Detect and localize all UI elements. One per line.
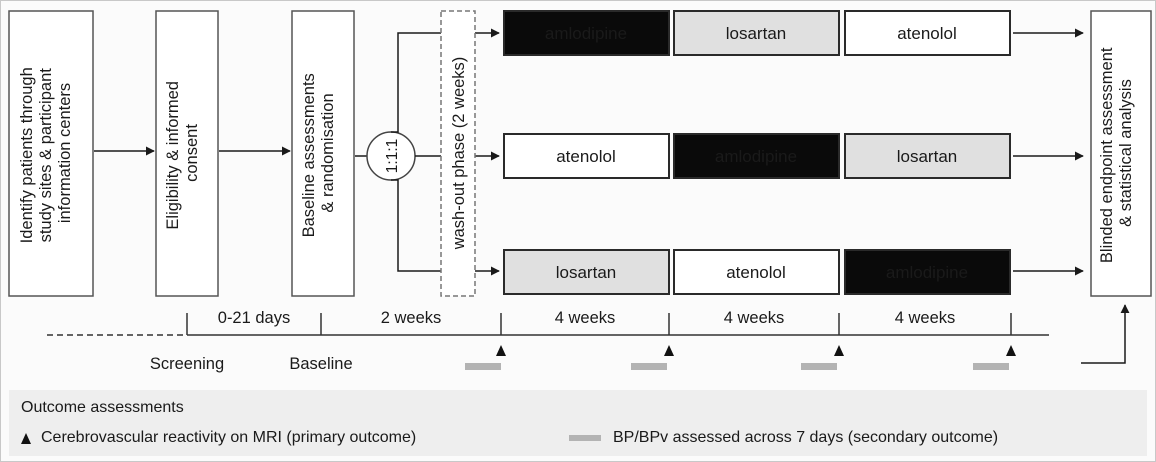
final-line-1: Blinded endpoint assessment	[1098, 47, 1116, 263]
arm-1-period-2-drug: losartan	[726, 24, 786, 43]
identify-line-2: study sites & participant	[37, 68, 55, 243]
duration-label-period-1: 4 weeks	[555, 309, 616, 327]
legend-secondary-label: BP/BPv assessed across 7 days (secondary…	[613, 429, 999, 446]
randomisation-ratio-circle: 1:1:1	[366, 131, 416, 181]
arm-2-period-2-drug: amlodipine	[715, 147, 797, 166]
eligibility-line-1: Eligibility & informed	[164, 81, 182, 230]
baseline-line-1: Baseline assessments	[300, 73, 318, 237]
arm-1-period-1-box	[503, 10, 670, 56]
baseline-line-2: & randomisation	[319, 93, 337, 212]
final-line-2: & statistical analysis	[1117, 79, 1135, 227]
arm-1-period-2-box	[673, 10, 840, 56]
outcome-legend: Outcome assessments Cerebrovascular reac…	[9, 390, 1147, 456]
arm-3-period-1-drug: losartan	[556, 263, 616, 282]
arm-3-period-2-drug: atenolol	[726, 263, 786, 282]
arm-2-period-2-box	[673, 133, 840, 179]
eligibility-box: Eligibility & informed consent	[155, 10, 219, 297]
bp-marker-4	[973, 363, 1009, 370]
mri-marker-4	[1006, 345, 1016, 356]
bp-marker-2	[631, 363, 667, 370]
legend-primary-label: Cerebrovascular reactivity on MRI (prima…	[41, 429, 417, 446]
svg-text:Eligibility & informed: Eligibility & informed consent	[164, 76, 201, 229]
baseline-box: Baseline assessments & randomisation	[291, 10, 355, 297]
arm-1-period-3-drug: atenolol	[897, 24, 957, 43]
identify-line-1: Identify patients through	[18, 67, 36, 243]
bp-marker-1	[465, 363, 501, 370]
duration-label-period-2: 4 weeks	[724, 309, 785, 327]
ratio-label: 1:1:1	[384, 139, 401, 173]
arm-3-period-2-box	[673, 249, 840, 295]
arm-3-period-3-drug: amlodipine	[886, 263, 968, 282]
arm-3-period-1-box	[503, 249, 670, 295]
blinded-analysis-box: Blinded endpoint assessment & statistica…	[1090, 10, 1152, 297]
duration-label-period-3: 4 weeks	[895, 309, 956, 327]
duration-label-washout: 2 weeks	[381, 309, 442, 327]
phase-label-baseline: Baseline	[289, 355, 352, 373]
mri-marker-3	[834, 345, 844, 356]
grey-bar-icon	[569, 435, 601, 441]
phase-label-screening: Screening	[150, 355, 224, 373]
timeline: 0-21 days 2 weeks 4 weeks 4 weeks 4 week…	[47, 304, 1130, 373]
svg-text:Baseline assessments &: Baseline assessments & randomisation	[300, 69, 337, 238]
arrow-to-analysis-from-timeline	[1081, 304, 1130, 364]
arm-2-sequence: atenolol amlodipine losartan	[503, 133, 1011, 179]
trial-flow-diagram: Identify patients through study sites & …	[8, 10, 1152, 373]
mri-marker-2	[664, 345, 674, 356]
identify-patients-box: Identify patients through study sites & …	[8, 10, 94, 297]
washout-phase-box: wash-out phase (2 weeks)	[440, 10, 476, 297]
arm-2-period-3-box	[844, 133, 1011, 179]
arm-2-period-1-box	[503, 133, 670, 179]
svg-text:Blinded endpoint assessment: Blinded endpoint assessment & statistica…	[1098, 43, 1135, 263]
washout-label: wash-out phase (2 weeks)	[450, 57, 468, 251]
identify-line-3: information centers	[56, 83, 74, 223]
arm-1-period-3-box	[844, 10, 1011, 56]
arm-2-period-3-drug: losartan	[897, 147, 957, 166]
arm-2-period-1-drug: atenolol	[556, 147, 616, 166]
arm-1-period-1-drug: amlodipine	[545, 24, 627, 43]
svg-text:Identify patients through: Identify patients through study sites & …	[18, 63, 74, 244]
arm-1-sequence: amlodipine losartan atenolol	[503, 10, 1011, 56]
bp-marker-3	[801, 363, 837, 370]
legend-secondary-row: BP/BPv assessed across 7 days (secondary…	[569, 429, 998, 447]
arm-3-sequence: losartan atenolol amlodipine	[503, 249, 1011, 295]
legend-title: Outcome assessments	[21, 399, 184, 416]
triangle-icon	[21, 432, 31, 444]
mri-marker-1	[496, 345, 506, 356]
arm-3-period-3-box	[844, 249, 1011, 295]
duration-label-screening: 0-21 days	[218, 309, 290, 327]
eligibility-line-2: consent	[183, 124, 201, 182]
legend-primary-row: Cerebrovascular reactivity on MRI (prima…	[21, 429, 416, 447]
